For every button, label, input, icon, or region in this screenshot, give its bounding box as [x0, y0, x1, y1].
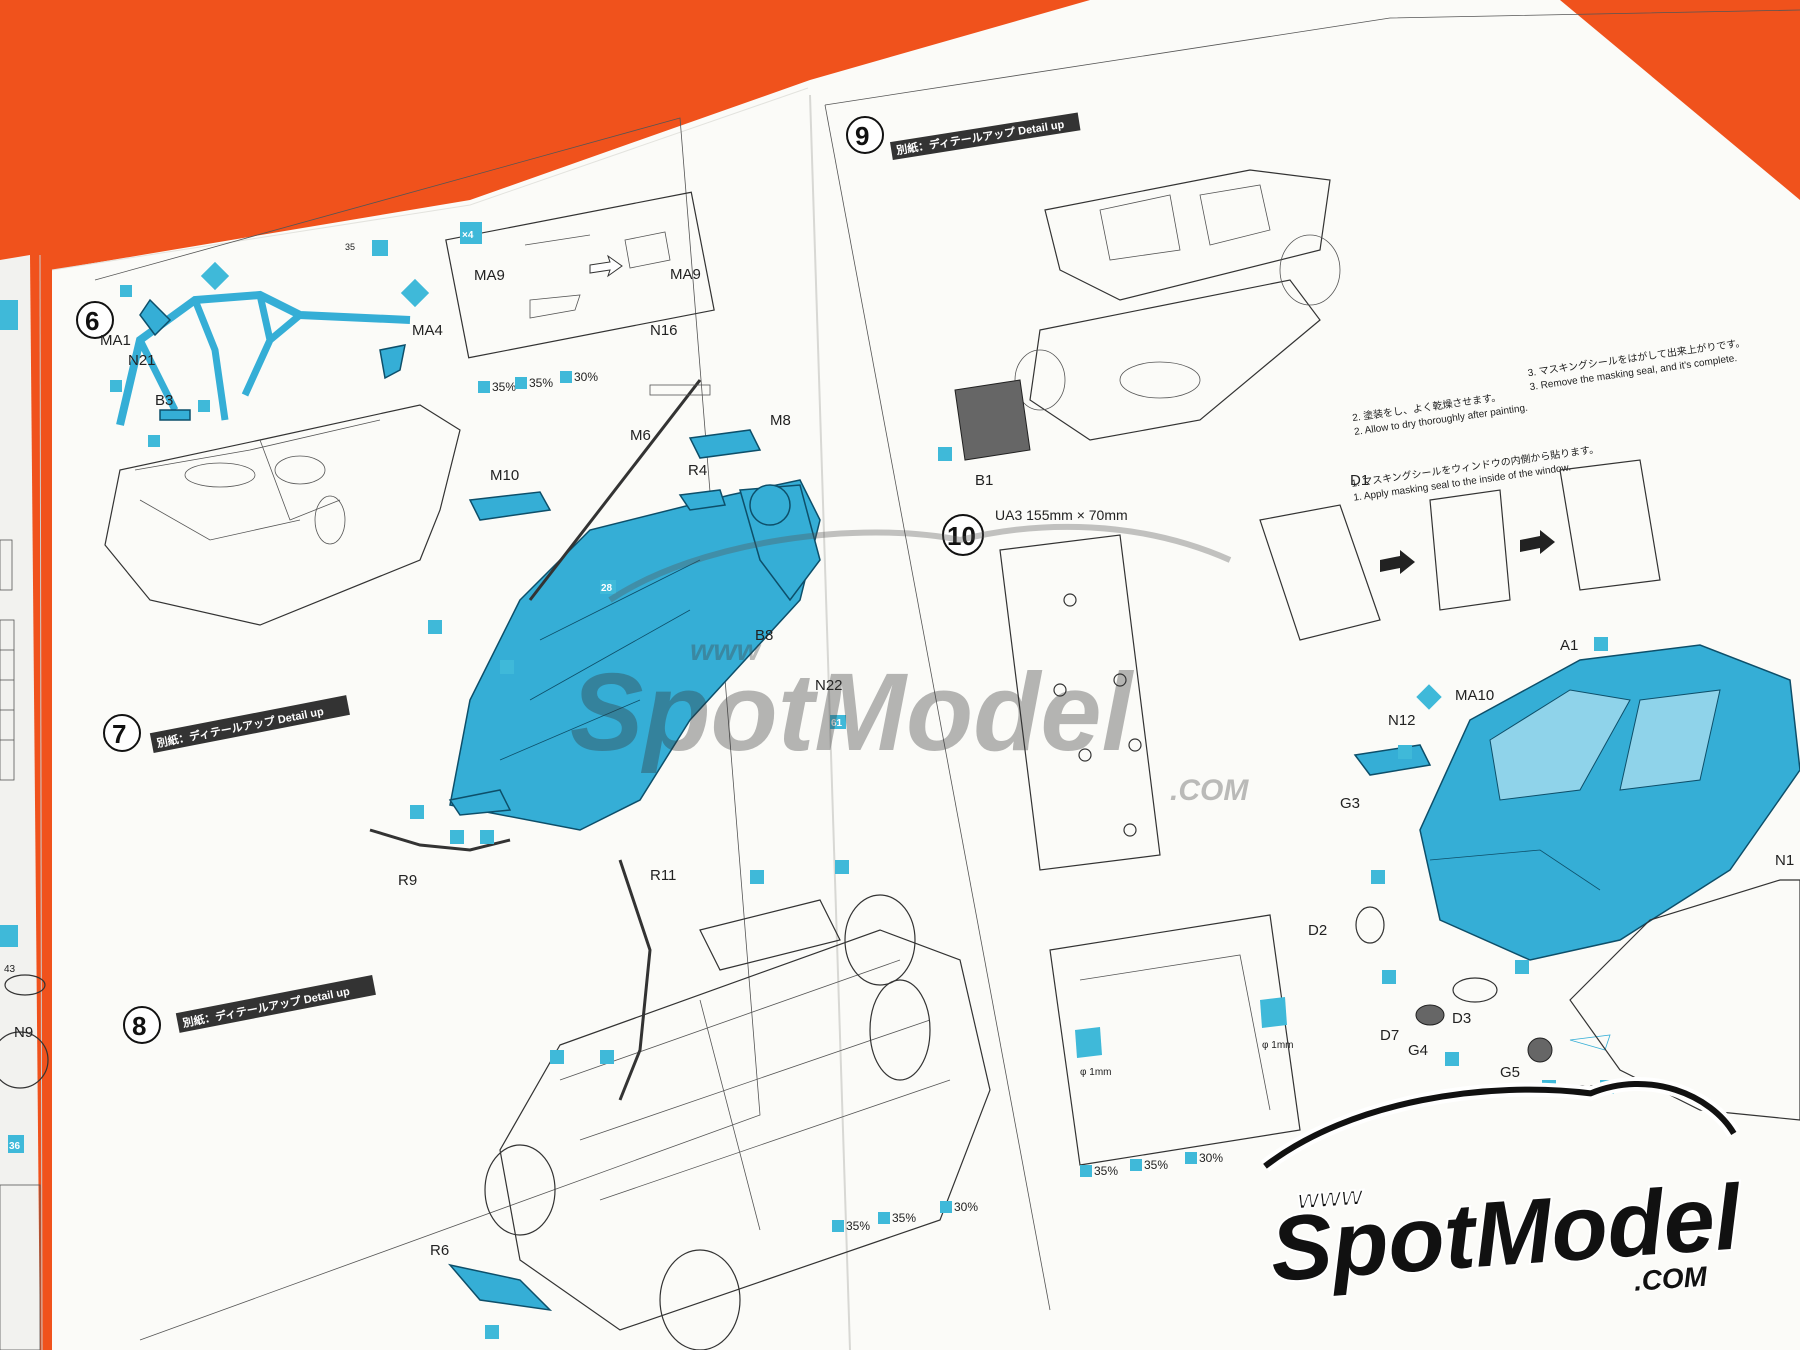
label-g3: G3 [1340, 795, 1360, 812]
paint-marker [148, 435, 160, 447]
label-n12: N12 [1388, 712, 1416, 729]
paint-diamond-icon [400, 278, 430, 308]
svg-text:35%: 35% [846, 1219, 870, 1233]
paint-marker [110, 380, 122, 392]
label-m6: M6 [630, 427, 651, 444]
mask-sheet [999, 534, 1161, 871]
paint-star-icon [372, 240, 388, 256]
step-8-number: 8 [132, 1011, 146, 1041]
step-10-number: 10 [947, 521, 976, 551]
label-d7: D7 [1380, 1027, 1399, 1044]
svg-text:30%: 30% [574, 370, 598, 384]
paint-marker [198, 400, 210, 412]
svg-text:35%: 35% [1094, 1164, 1118, 1178]
svg-text:www: www [1296, 1179, 1366, 1215]
label-ma9-left: MA9 [474, 267, 505, 284]
label-n21: N21 [128, 352, 156, 369]
step-6-number: 6 [85, 306, 99, 336]
paint-ratio-step10: 35% 35% 30% [1080, 1151, 1223, 1178]
svg-text:.COM: .COM [1633, 1261, 1709, 1297]
svg-text:30%: 30% [954, 1200, 978, 1214]
label-d1: D1 [1350, 472, 1369, 489]
svg-text:35%: 35% [1144, 1158, 1168, 1172]
svg-text:www: www [690, 634, 762, 667]
label-a1: A1 [1560, 637, 1578, 654]
label-b3: B3 [155, 392, 173, 409]
label-r9: R9 [398, 872, 417, 889]
label-g5: G5 [1500, 1064, 1520, 1081]
r6-part [447, 1263, 553, 1312]
svg-text:30%: 30% [1199, 1151, 1223, 1165]
side-label-43: 43 [4, 964, 16, 975]
label-35: 35 [345, 242, 355, 252]
step-7: 7 別紙：ディテールアップ Detail up N16 M8 M6 R4 M10… [103, 322, 846, 889]
svg-text:35%: 35% [492, 380, 516, 394]
label-61: 61 [831, 718, 843, 729]
label-r4: R4 [688, 462, 707, 479]
label-n22: N22 [815, 677, 843, 694]
mask-size-label: UA3 155mm × 70mm [995, 507, 1128, 523]
label-b8: B8 [755, 627, 773, 644]
label-ma10: MA10 [1455, 687, 1494, 704]
label-ma1: MA1 [100, 332, 131, 349]
m8-part [688, 429, 762, 459]
label-r11: R11 [650, 867, 676, 884]
spotmodel-logo: www SpotModel .COM [1260, 1077, 1748, 1303]
svg-text:.COM: .COM [1170, 774, 1249, 807]
side-label-36: 36 [9, 1141, 21, 1152]
center-watermark-brand: SpotModel [570, 651, 1135, 774]
label-d2: D2 [1308, 922, 1327, 939]
label-g4: G4 [1408, 1042, 1428, 1059]
paint-marker [120, 285, 132, 297]
subbox-count: ×4 [462, 230, 474, 241]
m10-part [468, 491, 552, 521]
label-ma9-right: MA9 [670, 266, 701, 283]
side-page-content: 43 N9 36 [0, 300, 49, 1350]
label-b1: B1 [975, 472, 993, 489]
label-28: 28 [601, 583, 613, 594]
detail-up-tag [149, 695, 350, 753]
label-n16: N16 [650, 322, 678, 339]
paint-ratio-step8: 35% 35% 30% [832, 1200, 978, 1233]
paint-ratio-top: 35% 35% 30% [478, 370, 598, 394]
label-d3: D3 [1452, 1010, 1471, 1027]
detail-subbox [445, 191, 715, 359]
center-watermark: www SpotModel .COM [570, 523, 1249, 807]
label-m8: M8 [770, 412, 791, 429]
svg-text:35%: 35% [529, 376, 553, 390]
left-page-sheet [0, 254, 43, 1350]
label-m10: M10 [490, 467, 519, 484]
dim-phi-right: φ 1mm [1262, 1040, 1293, 1051]
dim-phi-left: φ 1mm [1080, 1067, 1111, 1078]
label-ma4: MA4 [412, 322, 443, 339]
step-7-number: 7 [112, 719, 126, 749]
windshield-detail-box [1049, 914, 1301, 1166]
label-r6: R6 [430, 1242, 449, 1259]
step-9-number: 9 [855, 121, 869, 151]
side-label-n9: N9 [14, 1024, 33, 1041]
label-n1: N1 [1775, 852, 1794, 869]
svg-text:35%: 35% [892, 1211, 916, 1225]
